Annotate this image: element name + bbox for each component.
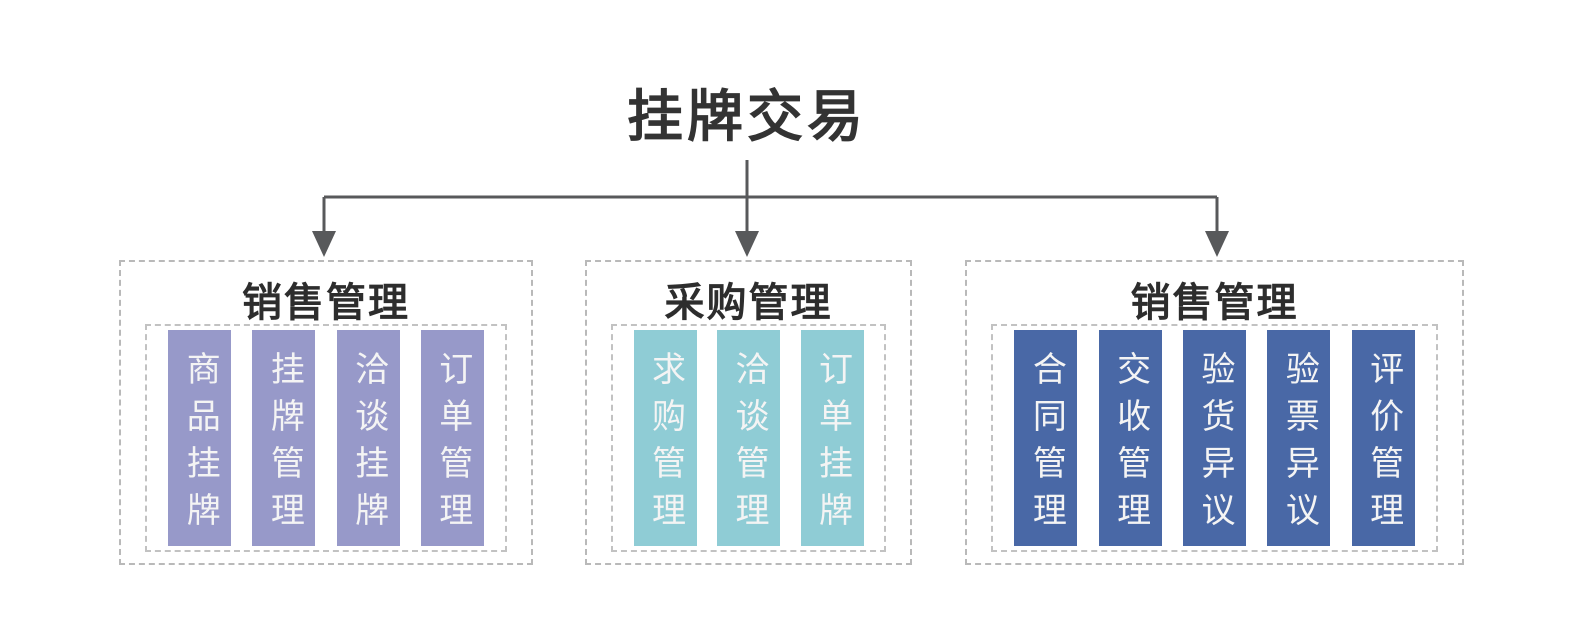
module-bar: 求购管理 (633, 330, 697, 546)
module-label: 合同管理 (1026, 350, 1067, 539)
module-bar: 验货异议 (1182, 330, 1246, 546)
module-label: 洽谈管理 (729, 350, 769, 539)
module-bar: 挂牌管理 (252, 330, 316, 546)
module-bar: 合同管理 (1014, 330, 1078, 546)
module-bar: 订单管理 (420, 330, 484, 546)
module-bar: 商品挂牌 (168, 330, 232, 546)
group-title: 销售管理 (1130, 280, 1299, 326)
module-label: 订单管理 (432, 350, 473, 539)
module-label: 商品挂牌 (180, 350, 221, 539)
diagram-title: 挂牌交易 (627, 85, 867, 150)
group-title: 采购管理 (664, 280, 833, 326)
module-label: 验票异议 (1279, 350, 1320, 539)
group-modules-container: 合同管理 交收管理 验货异议 验票异议 评价管理 (991, 324, 1438, 552)
group-procurement-management: 采购管理 求购管理 洽谈管理 订单挂牌 (585, 260, 912, 565)
module-label: 交收管理 (1110, 350, 1151, 539)
module-label: 求购管理 (645, 350, 686, 539)
module-label: 订单挂牌 (812, 350, 853, 539)
group-sales-management-2: 销售管理 合同管理 交收管理 验货异议 验票异议 评价管理 (965, 260, 1464, 565)
group-sales-management-1: 销售管理 商品挂牌 挂牌管理 洽谈挂牌 订单管理 (119, 260, 533, 565)
arrow-down-icon (1205, 231, 1229, 257)
arrow-down-icon (312, 231, 336, 257)
group-title: 销售管理 (242, 280, 410, 326)
module-bar: 评价管理 (1351, 330, 1415, 546)
module-bar: 洽谈挂牌 (336, 330, 400, 546)
module-label: 挂牌管理 (264, 350, 305, 539)
module-bar: 验票异议 (1267, 330, 1331, 546)
group-modules-container: 求购管理 洽谈管理 订单挂牌 (611, 324, 886, 552)
module-label: 洽谈挂牌 (348, 350, 389, 539)
module-label: 验货异议 (1194, 350, 1235, 539)
arrow-down-icon (735, 231, 759, 257)
module-label: 评价管理 (1363, 350, 1404, 539)
group-modules-container: 商品挂牌 挂牌管理 洽谈挂牌 订单管理 (145, 324, 507, 552)
module-bar: 洽谈管理 (717, 330, 780, 546)
module-bar: 交收管理 (1098, 330, 1162, 546)
module-bar: 订单挂牌 (800, 330, 864, 546)
